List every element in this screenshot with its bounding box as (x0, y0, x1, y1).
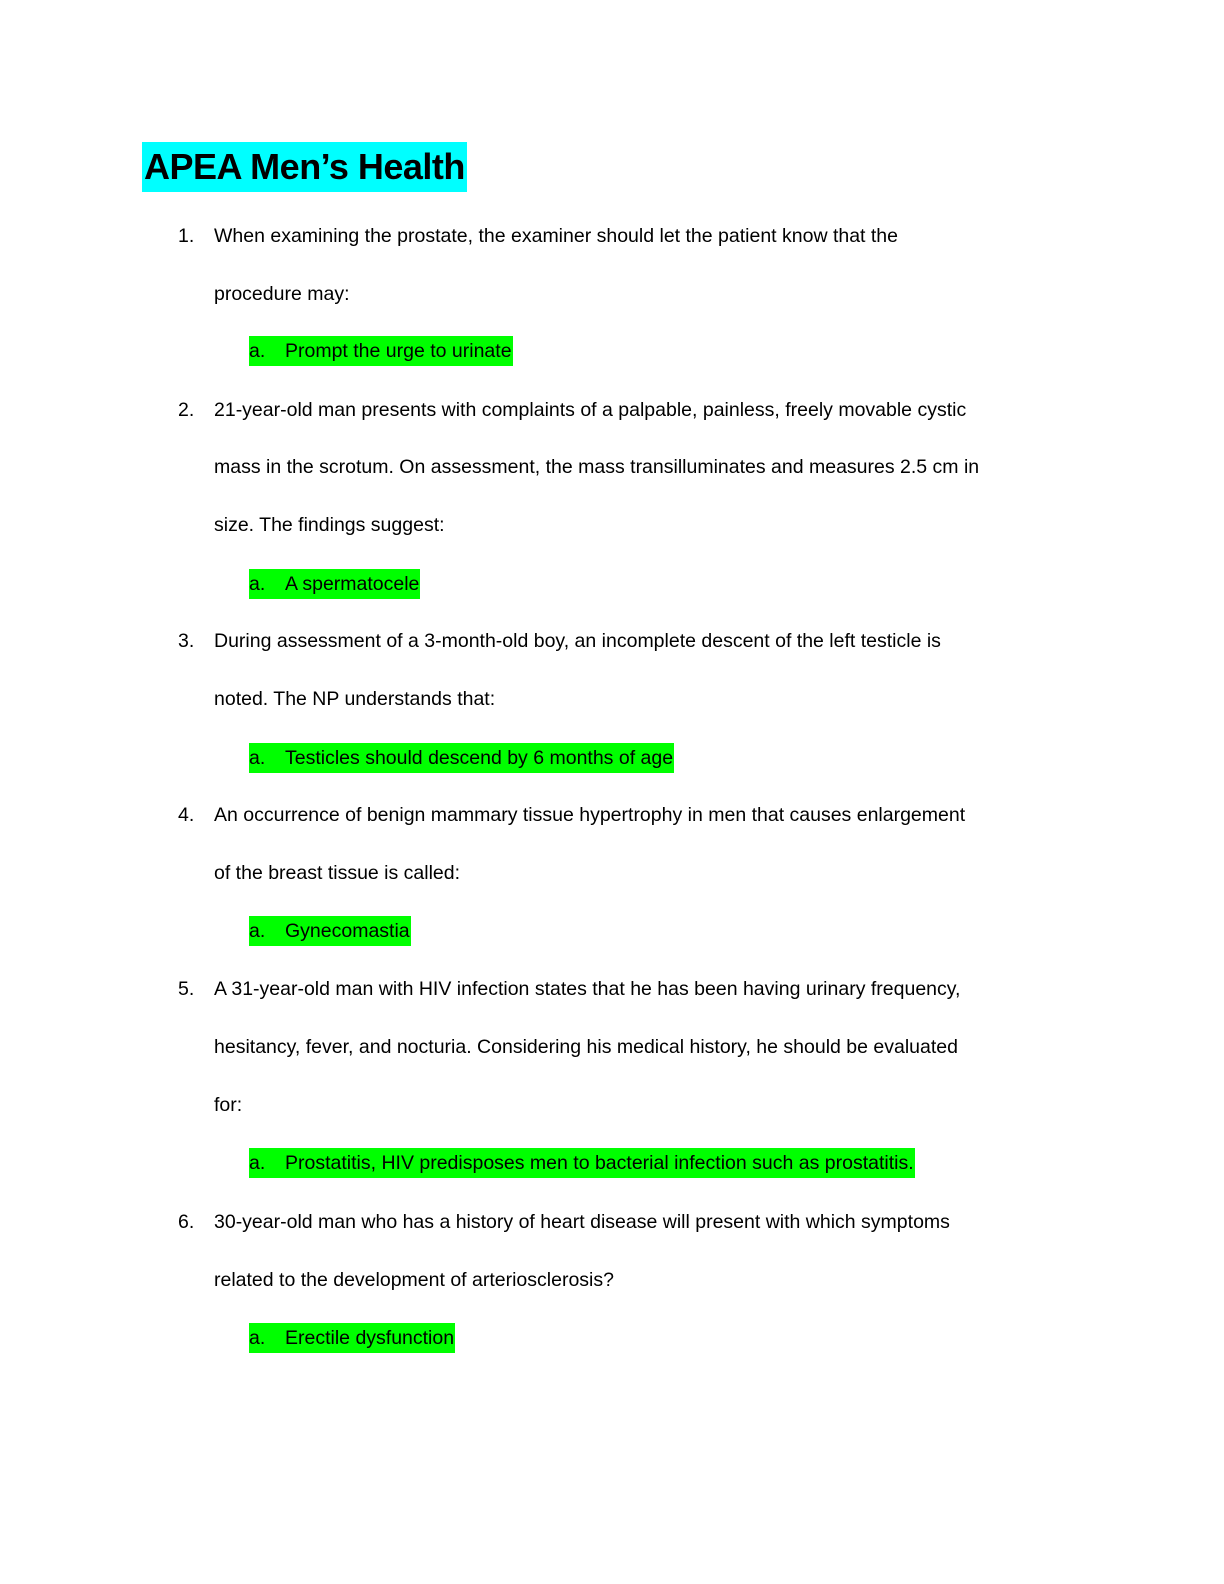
answer-text: Erectile dysfunction (285, 1327, 455, 1349)
question-number: 2. (178, 399, 195, 421)
question-text-line: procedure may: (214, 283, 350, 305)
question-number: 1. (178, 225, 195, 247)
question-text-line: When examining the prostate, the examine… (214, 225, 898, 247)
question-text-line: A 31-year-old man with HIV infection sta… (214, 978, 961, 1000)
answer-highlight: a. A spermatocele (249, 569, 421, 599)
document-title: APEA Men’s Health (142, 142, 467, 192)
answer-text: Prompt the urge to urinate (285, 340, 512, 362)
question-number: 3. (178, 630, 195, 652)
answer-highlight: a. Testicles should descend by 6 months o… (249, 743, 675, 773)
answer-letter: a. (249, 1152, 266, 1174)
answer-highlight: a. Erectile dysfunction (249, 1323, 456, 1353)
question-text-line: mass in the scrotum. On assessment, the … (214, 456, 980, 478)
answer-highlight: a. Gynecomastia (249, 916, 411, 946)
question-text-line: 30-year-old man who has a history of hea… (214, 1211, 950, 1233)
question-text-line: size. The findings suggest: (214, 514, 445, 536)
question-number: 5. (178, 978, 195, 1000)
answer-text: Testicles should descend by 6 months of … (285, 747, 674, 769)
answer-highlight: a. Prostatitis, HIV predisposes men to ba… (249, 1148, 915, 1178)
question-number: 4. (178, 804, 195, 826)
question-text-line: related to the development of arterioscl… (214, 1269, 614, 1291)
answer-text: Gynecomastia (285, 920, 410, 942)
question-text-line: An occurrence of benign mammary tissue h… (214, 804, 966, 826)
question-text-line: 21-year-old man presents with complaints… (214, 399, 967, 421)
question-number: 6. (178, 1211, 195, 1233)
question-text-line: hesitancy, fever, and nocturia. Consider… (214, 1036, 958, 1058)
question-text-line: During assessment of a 3-month-old boy, … (214, 630, 941, 652)
question-text-line: of the breast tissue is called: (214, 862, 461, 884)
answer-letter: a. (249, 747, 266, 769)
answer-letter: a. (249, 573, 266, 595)
answer-text: Prostatitis, HIV predisposes men to bact… (285, 1152, 914, 1174)
answer-text: A spermatocele (285, 573, 420, 595)
answer-highlight: a. Prompt the urge to urinate (249, 336, 513, 366)
question-text-line: for: (214, 1094, 243, 1116)
answer-letter: a. (249, 340, 266, 362)
question-text-line: noted. The NP understands that: (214, 688, 496, 710)
answer-letter: a. (249, 920, 266, 942)
answer-letter: a. (249, 1327, 266, 1349)
